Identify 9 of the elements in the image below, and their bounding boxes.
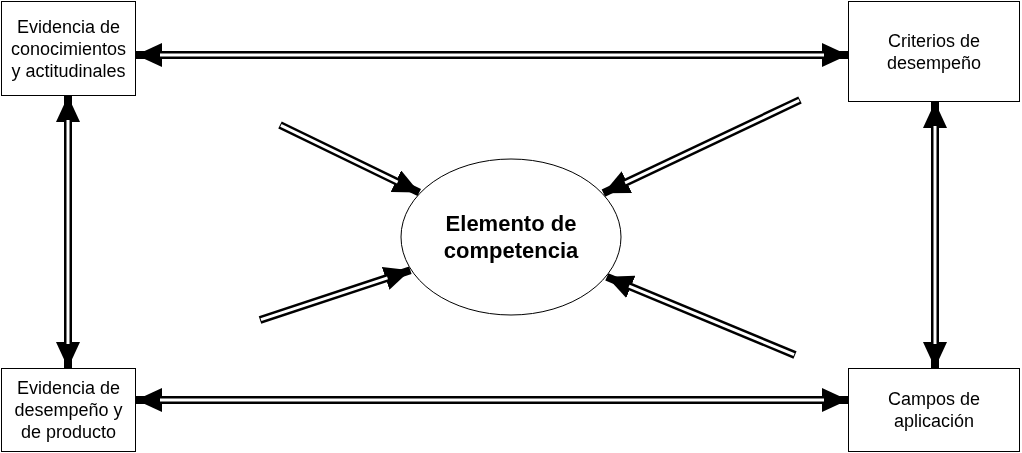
box-label: Evidencia de conocimientos y actitudinales — [9, 15, 128, 82]
text-box — [1, 368, 136, 452]
text-box — [848, 1, 1020, 102]
ellipse-label: Elemento de competencia — [442, 210, 580, 264]
box-label: Campos de aplicación — [886, 388, 982, 432]
box-label: Criterios de desempeño — [885, 29, 983, 74]
text-box — [1, 1, 136, 96]
box-label: Evidencia de desempeño y de producto — [13, 377, 124, 443]
text-box — [848, 368, 1020, 452]
